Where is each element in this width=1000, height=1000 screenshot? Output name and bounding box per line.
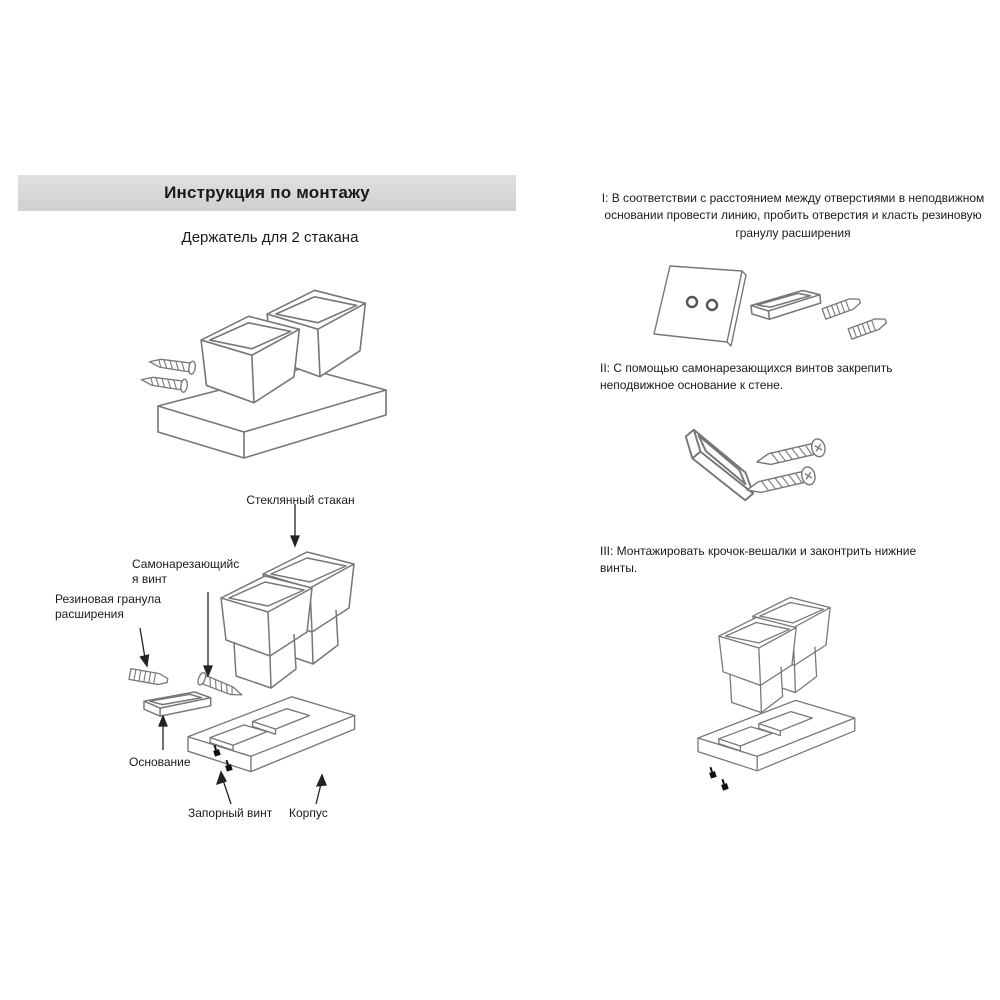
label-glass-cup: Стеклянный стакан	[246, 493, 355, 507]
label-self-tapping-screw: Самонарезающийс я винт	[132, 557, 240, 586]
exploded-diagram	[128, 504, 356, 805]
body-tray-drawing	[697, 699, 856, 772]
base-bracket-icon	[749, 287, 823, 322]
rubber-granule-icon	[821, 295, 863, 320]
base-bracket-icon	[143, 691, 212, 717]
mounting-screw-icon	[147, 354, 197, 376]
step-1-text: I: В соответствии с расстоянием между от…	[601, 191, 985, 240]
locking-screw-icon	[707, 766, 717, 779]
header-bar: Инструкция по монтажу	[18, 175, 516, 211]
base-bracket-icon	[685, 421, 760, 510]
step-3-diagram	[697, 596, 856, 791]
callout-arrows	[139, 504, 327, 805]
product-subtitle: Держатель для 2 стакана	[181, 229, 359, 246]
label-locking-screw: Запорный винт	[188, 806, 273, 820]
glass-cup-front-drawing	[718, 616, 797, 714]
glass-cup-front-drawing	[220, 575, 313, 689]
step-3-text: III: Монтажировать крочок-вешалки и зако…	[600, 544, 917, 576]
step-1-diagram	[652, 264, 889, 348]
rubber-granule-icon	[847, 315, 889, 340]
label-rubber-granule: Резиновая гранула расширения	[55, 592, 161, 621]
mounting-screw-icon	[139, 372, 189, 394]
label-body: Корпус	[289, 806, 328, 820]
label-base: Основание	[129, 755, 191, 769]
locking-screw-icon	[719, 778, 729, 791]
rubber-granule-icon	[128, 667, 170, 687]
page-title: Инструкция по монтажу	[164, 183, 370, 202]
wall-plate-drawing	[652, 264, 748, 348]
product-overview-drawing	[139, 289, 387, 459]
self-tapping-screw-icon	[754, 436, 828, 472]
self-tapping-screw-icon	[744, 464, 818, 500]
step-2-diagram	[685, 421, 828, 510]
step-2-text: II: С помощью самонарезающихся винтов за…	[600, 361, 893, 393]
